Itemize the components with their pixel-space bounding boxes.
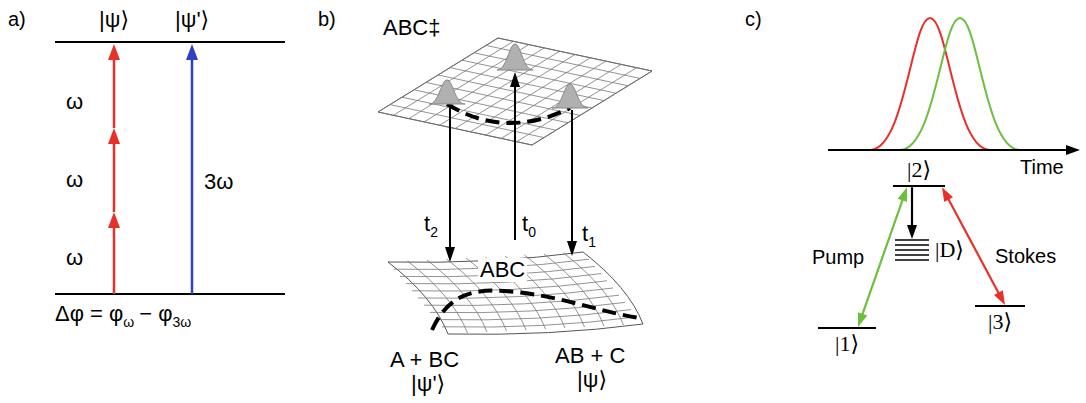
text-part: t bbox=[582, 221, 588, 246]
pulse-sequence bbox=[828, 18, 1080, 155]
energy-level: |2⟩ bbox=[893, 158, 945, 187]
energy-level: |1⟩ bbox=[818, 327, 876, 356]
photon-arrow-3omega bbox=[186, 44, 198, 294]
pump-transition bbox=[858, 187, 907, 327]
photon-label: ω bbox=[66, 168, 83, 192]
level-label: |2⟩ bbox=[893, 158, 945, 182]
state-label: |ψ'⟩ bbox=[411, 372, 445, 396]
arrowhead bbox=[858, 312, 867, 327]
energy-level: |3⟩ bbox=[975, 305, 1025, 334]
text-part: 0 bbox=[528, 224, 536, 240]
time-label: t1 bbox=[582, 222, 596, 246]
dark-state-manifold: |D⟩ bbox=[895, 239, 964, 261]
level-label: |3⟩ bbox=[975, 310, 1025, 334]
panel-letter: c) bbox=[745, 8, 762, 30]
level-stack bbox=[895, 239, 929, 261]
phase-formula: Δφ = φω− φ3ω bbox=[55, 302, 191, 326]
lower-surface bbox=[388, 252, 654, 338]
transition-label: Pump bbox=[812, 246, 864, 268]
channel-label: AB + C bbox=[555, 344, 625, 368]
state-label: |ψ⟩ bbox=[99, 8, 129, 32]
axis-label: Time bbox=[1020, 156, 1064, 178]
level-label: |D⟩ bbox=[935, 239, 964, 261]
panel-letter: b) bbox=[318, 8, 336, 30]
decay-arrow bbox=[907, 187, 917, 239]
surface-label: ABC bbox=[478, 258, 527, 282]
channel-label: A + BC bbox=[390, 348, 459, 372]
text-part: t bbox=[522, 211, 528, 236]
arrowhead bbox=[942, 187, 953, 202]
state-label: |ψ⟩ bbox=[577, 368, 607, 392]
text-part: − φ bbox=[139, 301, 172, 326]
transition-label: Stokes bbox=[995, 245, 1056, 267]
connector-line bbox=[911, 187, 913, 227]
transition-arrows bbox=[445, 72, 577, 262]
state-label: |ψ'⟩ bbox=[175, 8, 209, 32]
photon-label: ω bbox=[66, 90, 83, 114]
text-part: t bbox=[424, 211, 430, 236]
text-part: 1 bbox=[588, 234, 596, 250]
arrowhead bbox=[907, 225, 917, 239]
photon-label: ω bbox=[66, 246, 83, 270]
text-part: Δφ = φ bbox=[55, 301, 123, 326]
connector-line bbox=[862, 199, 903, 316]
text-part: 3ω bbox=[172, 314, 191, 330]
time-label: t0 bbox=[522, 212, 536, 236]
photon-arrows-omega bbox=[108, 44, 120, 294]
arrowhead bbox=[994, 290, 1005, 305]
level-label: |1⟩ bbox=[818, 332, 876, 356]
photon-label: 3ω bbox=[204, 170, 233, 194]
arrowhead bbox=[898, 187, 907, 202]
text-part: ω bbox=[123, 314, 134, 330]
time-label: t2 bbox=[424, 212, 438, 236]
energy-levels bbox=[55, 42, 285, 294]
text-part: 2 bbox=[430, 224, 438, 240]
surface-label: ABC‡ bbox=[383, 16, 440, 40]
panel-letter: a) bbox=[8, 8, 26, 30]
